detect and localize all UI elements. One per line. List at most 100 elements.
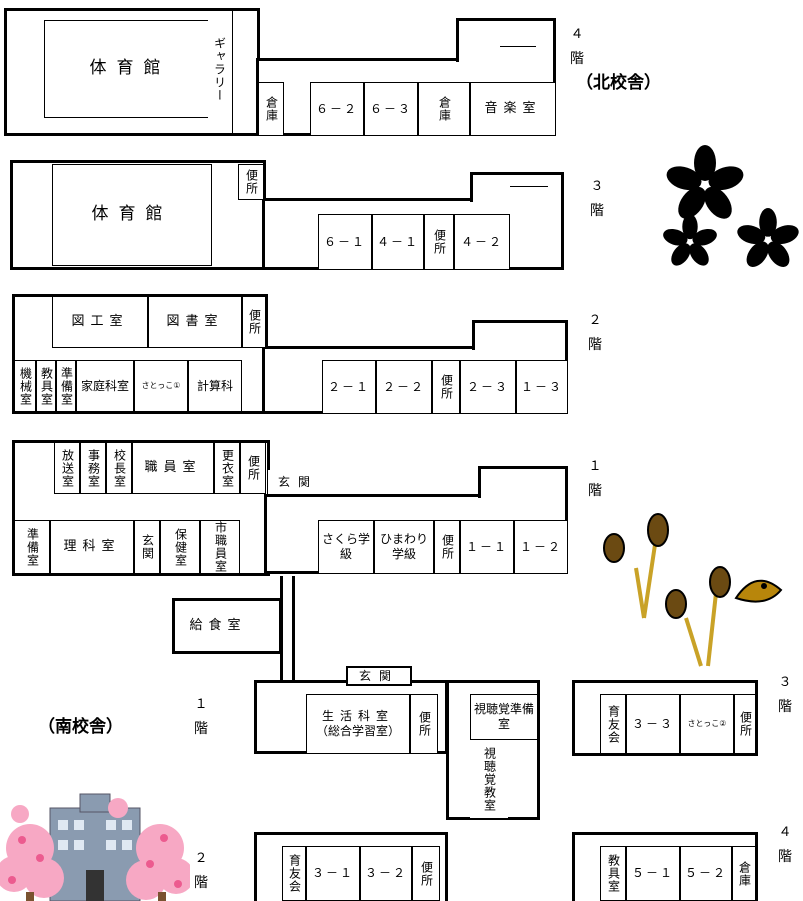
floor-kai: 階	[194, 875, 208, 892]
north2-toilet2: 便所	[432, 360, 460, 414]
north2-class-2-1: ２－１	[322, 360, 376, 414]
south1-entrance: 玄関	[348, 668, 410, 684]
north-floor1-notch	[478, 466, 568, 498]
north4-gym: 体育館	[44, 20, 216, 118]
floor-number: ３	[778, 675, 792, 690]
south2-class-3-1: ３－１	[306, 846, 360, 901]
north1-floor-label: １ 階	[588, 459, 602, 500]
north3-floor-label: ３ 階	[590, 179, 604, 220]
north1-class-1-2: １－２	[514, 520, 568, 574]
north3-toilet2: 便所	[424, 214, 454, 270]
north4-gallery: ギャラリー	[208, 20, 230, 118]
north-floor4-notch	[456, 18, 556, 62]
south4-class-5-1: ５－１	[626, 846, 680, 901]
lunch-room-label: 給食室	[176, 602, 260, 650]
north4-class-6-2: ６－２	[310, 82, 364, 136]
floor-kai: 階	[588, 483, 602, 500]
south2-toilet: 便所	[412, 846, 440, 901]
south1-toilet: 便所	[410, 694, 438, 754]
north4-storage1: 倉庫	[258, 82, 284, 136]
north2-toilet1: 便所	[242, 296, 266, 348]
north3-class-4-1: ４－１	[372, 214, 424, 270]
floor-number: ４	[570, 27, 584, 42]
life-room-name: 生活科室	[321, 709, 394, 723]
north1-staff-room: 職員室	[132, 442, 214, 494]
north1-toilet2: 便所	[434, 520, 460, 574]
south3-toilet: 便所	[734, 694, 756, 754]
corridor-line	[292, 576, 295, 682]
south1-av-room: 視聴覚教室	[470, 740, 508, 818]
south1-av-prep: 視聴覚準備室	[470, 694, 538, 740]
north2-class-2-2: ２－２	[376, 360, 432, 414]
south-building-title: （南校舎）	[38, 717, 123, 737]
north2-art: 図工室	[52, 296, 148, 348]
south2-floor-label: ２ 階	[194, 851, 208, 892]
floor-number: ２	[194, 851, 208, 866]
corridor-line	[280, 576, 283, 686]
north1-locker: 更衣室	[214, 442, 240, 494]
north-floor2-notch	[472, 320, 568, 350]
north3-gym: 体育館	[52, 164, 212, 266]
north2-prep-room: 準備室	[56, 360, 76, 412]
floor-number: ４	[778, 825, 792, 840]
south4-floor-label: ４ 階	[778, 825, 792, 866]
south2-pta-room: 育友会	[282, 846, 306, 901]
floor-number: ３	[590, 179, 604, 194]
divider	[232, 8, 233, 136]
stair-line	[500, 46, 536, 47]
north1-health-room: 保健室	[160, 520, 200, 574]
south3-pta-room: 育友会	[600, 694, 626, 754]
north1-entrance2: 玄関	[134, 520, 160, 574]
floor-number: １	[194, 697, 208, 712]
north-floor3-notch	[470, 172, 564, 202]
floor-number: １	[588, 459, 602, 474]
north3-toilet1: 便所	[238, 164, 264, 200]
floor-kai: 階	[570, 51, 584, 68]
floor-kai: 階	[778, 699, 792, 716]
north2-class-2-3: ２－３	[460, 360, 516, 414]
stair-line	[510, 186, 548, 187]
horsetail-sprouts-icon	[603, 513, 783, 667]
school-building-icon	[0, 793, 190, 901]
north2-equipment-room: 教具室	[36, 360, 56, 412]
north2-floor-label: ２ 階	[588, 313, 602, 354]
south3-satokko2: さとっこ②	[680, 694, 734, 754]
floor-kai: 階	[590, 203, 604, 220]
floor-kai: 階	[778, 849, 792, 866]
cherry-blossom-icon	[663, 145, 799, 267]
north1-himawari-class: ひまわり学級	[374, 520, 434, 574]
north1-principal: 校長室	[106, 442, 132, 494]
north1-broadcast: 放送室	[54, 442, 80, 494]
south4-storage: 倉庫	[732, 846, 756, 901]
north3-class-6-1: ６－１	[318, 214, 372, 270]
south4-equipment-room: 教具室	[600, 846, 626, 901]
north4-class-6-3: ６－３	[364, 82, 418, 136]
north1-class-1-1: １－１	[460, 520, 514, 574]
north1-science: 理科室	[50, 520, 134, 574]
north4-music: 音楽室	[470, 82, 556, 136]
north2-library: 図書室	[148, 296, 242, 348]
north1-prep-room: 準備室	[14, 520, 50, 574]
south4-class-5-2: ５－２	[680, 846, 732, 901]
north1-sakura-class: さくら学級	[318, 520, 374, 574]
south1-floor-label: １ 階	[194, 697, 208, 738]
north1-entrance: 玄関	[268, 470, 328, 494]
south3-class-3-3: ３－３	[626, 694, 680, 754]
north1-toilet1: 便所	[240, 442, 266, 494]
life-room-sub: （総合学習室）	[315, 724, 400, 738]
north2-machine-room: 機械室	[14, 360, 36, 412]
north4-storage2: 倉庫	[418, 82, 470, 136]
north2-home-economics: 家庭科室	[76, 360, 134, 412]
north-building-title: （北校舎）	[576, 73, 661, 93]
north2-class-1-3: １－３	[516, 360, 568, 414]
south2-class-3-2: ３－２	[360, 846, 412, 901]
north1-city-staff-room: 市職員室	[200, 520, 240, 574]
north1-office: 事務室	[80, 442, 106, 494]
south1-life-room: 生活科室 （総合学習室）	[306, 694, 410, 754]
floor-kai: 階	[588, 337, 602, 354]
floor-number: ２	[588, 313, 602, 328]
north2-satokko1: さとっこ①	[134, 360, 188, 412]
floor-kai: 階	[194, 721, 208, 738]
north2-computer: 計算科	[188, 360, 242, 412]
south3-floor-label: ３ 階	[778, 675, 792, 716]
